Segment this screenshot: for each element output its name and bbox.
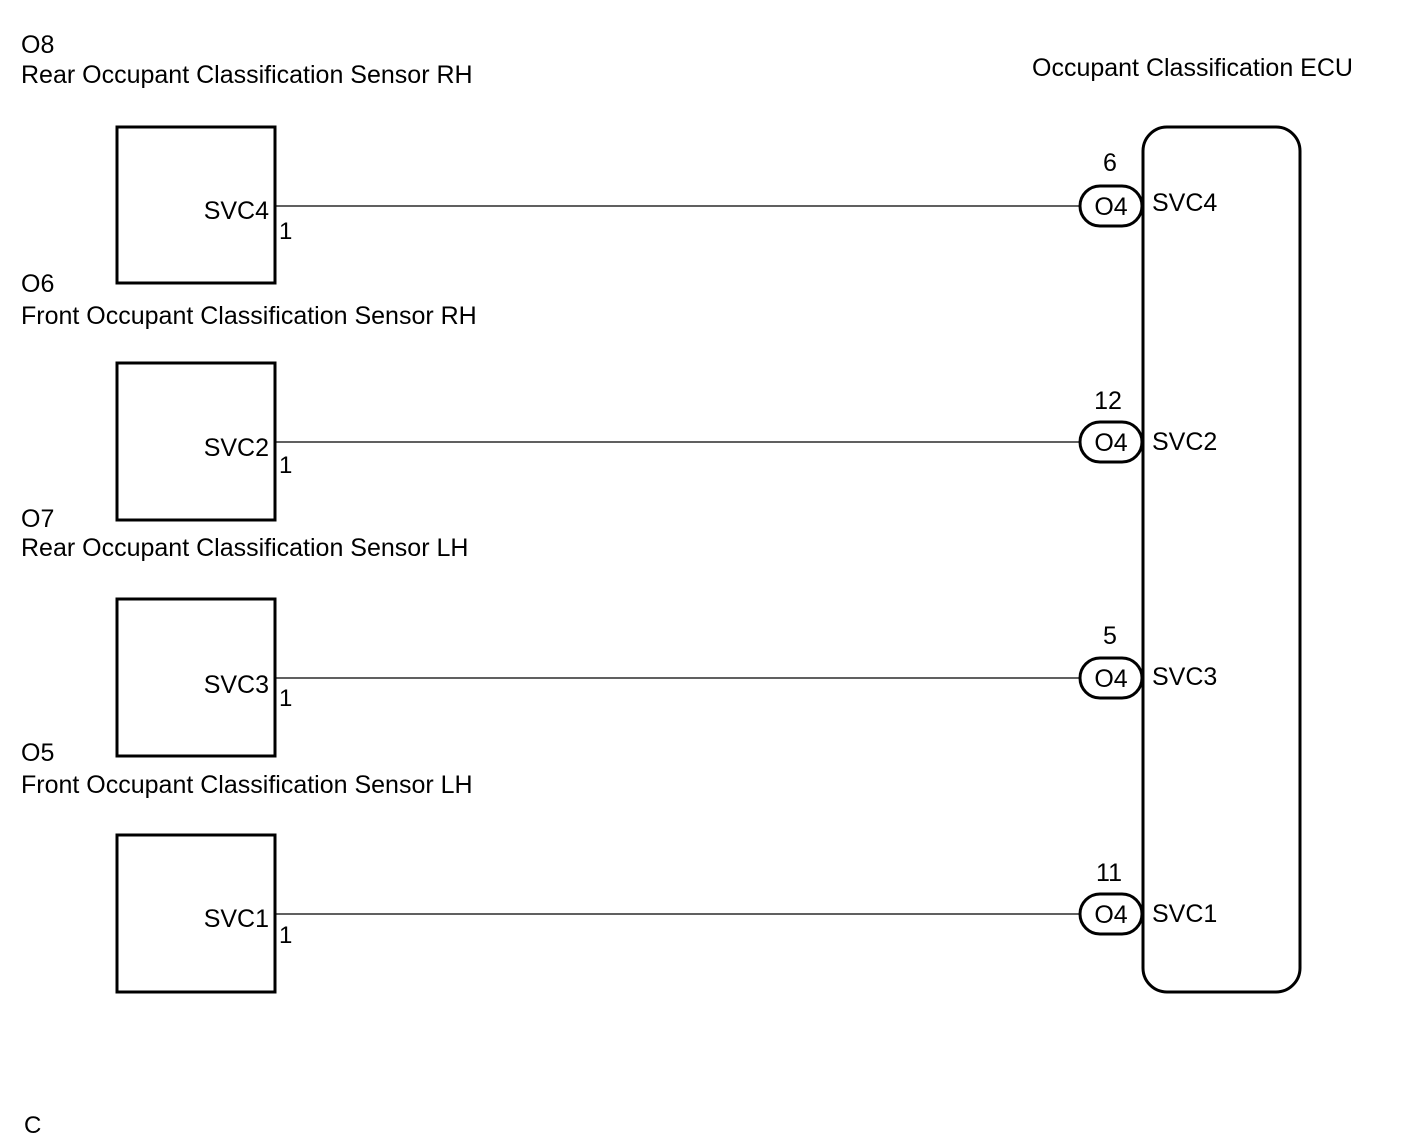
ecu-body — [1141, 125, 1302, 994]
sensor-code: O7 — [21, 505, 54, 533]
sensor-box — [115, 597, 277, 758]
ecu-connector-label: O4 — [1094, 193, 1127, 221]
ecu-connector-label: O4 — [1094, 901, 1127, 929]
sensor-code: O8 — [21, 31, 54, 59]
sensor-terminal: SVC3 — [204, 671, 269, 699]
sensor-name: Rear Occupant Classification Sensor LH — [21, 534, 468, 562]
sensor-code: O5 — [21, 739, 54, 767]
ecu-terminal: SVC2 — [1152, 428, 1217, 456]
ecu-pin-number: 5 — [1103, 622, 1117, 650]
ecu-terminal: SVC1 — [1152, 900, 1217, 928]
sensor-terminal: SVC4 — [204, 197, 269, 225]
sensor-group-o5: O5 Front Occupant Classification Sensor … — [21, 739, 1217, 994]
connector-oval — [1078, 420, 1144, 464]
ecu-pin-number: 12 — [1094, 387, 1122, 415]
connector-oval — [1078, 656, 1144, 700]
sensor-pin: 1 — [279, 452, 292, 479]
ecu-connector-label: O4 — [1094, 665, 1127, 693]
connector-oval — [1078, 184, 1144, 228]
ecu-terminal: SVC3 — [1152, 663, 1217, 691]
connector-oval — [1078, 892, 1144, 936]
ecu-connector-label: O4 — [1094, 429, 1127, 457]
ecu-pin-number: 11 — [1096, 859, 1122, 887]
sensor-group-o7: O7 Rear Occupant Classification Sensor L… — [21, 505, 1217, 758]
ecu-pin-number: 6 — [1103, 149, 1117, 177]
sensor-name: Front Occupant Classification Sensor RH — [21, 302, 477, 330]
sensor-name: Rear Occupant Classification Sensor RH — [21, 61, 473, 89]
ecu-terminal: SVC4 — [1152, 189, 1217, 217]
sensor-pin: 1 — [279, 922, 292, 949]
sensor-box — [115, 125, 277, 285]
sensor-pin: 1 — [279, 218, 292, 245]
figure-code: C — [24, 1112, 41, 1139]
ecu-title: Occupant Classification ECU — [1032, 54, 1353, 82]
sensor-terminal: SVC2 — [204, 434, 269, 462]
sensor-terminal: SVC1 — [204, 905, 269, 933]
sensor-group-o6: O6 Front Occupant Classification Sensor … — [21, 270, 1217, 522]
sensor-code: O6 — [21, 270, 54, 298]
sensor-group-o8: O8 Rear Occupant Classification Sensor R… — [21, 31, 1217, 285]
sensor-pin: 1 — [279, 685, 292, 712]
sensor-name: Front Occupant Classification Sensor LH — [21, 771, 473, 799]
